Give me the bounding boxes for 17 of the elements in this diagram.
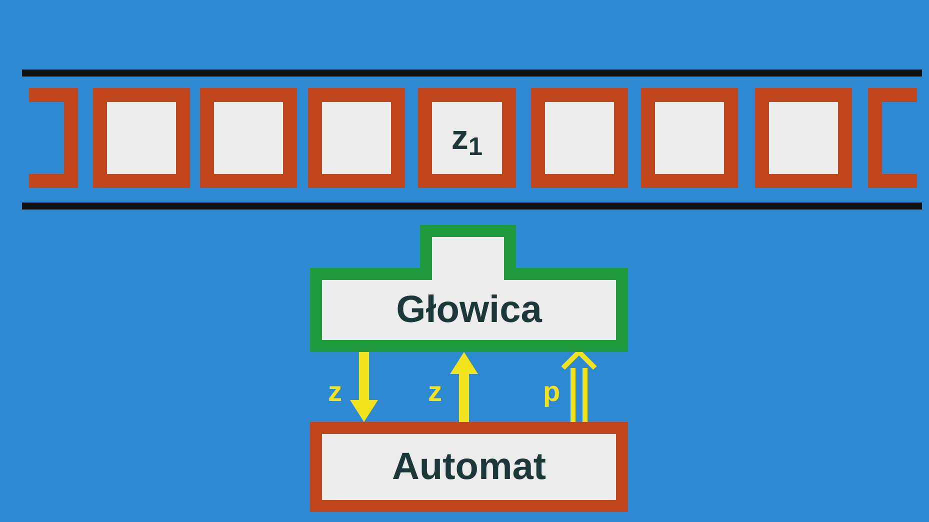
tape-cell — [641, 88, 738, 188]
arrow — [450, 352, 478, 422]
tape-cell — [308, 88, 405, 188]
node-label: Automat — [392, 444, 546, 490]
edge-label: z — [328, 378, 342, 406]
node-label: z$_{1}$ — [451, 118, 483, 163]
edge-label: z — [428, 378, 442, 406]
read-head — [310, 225, 628, 352]
tape-cell — [93, 88, 190, 188]
arrow — [350, 352, 378, 422]
tape-cell — [200, 88, 297, 188]
tape-cell — [755, 88, 852, 188]
tape-cell — [531, 88, 628, 188]
automaton-box — [310, 422, 628, 512]
edge-label: p — [543, 378, 560, 406]
node-label: Głowica — [396, 288, 542, 332]
tape-cell — [418, 88, 516, 188]
